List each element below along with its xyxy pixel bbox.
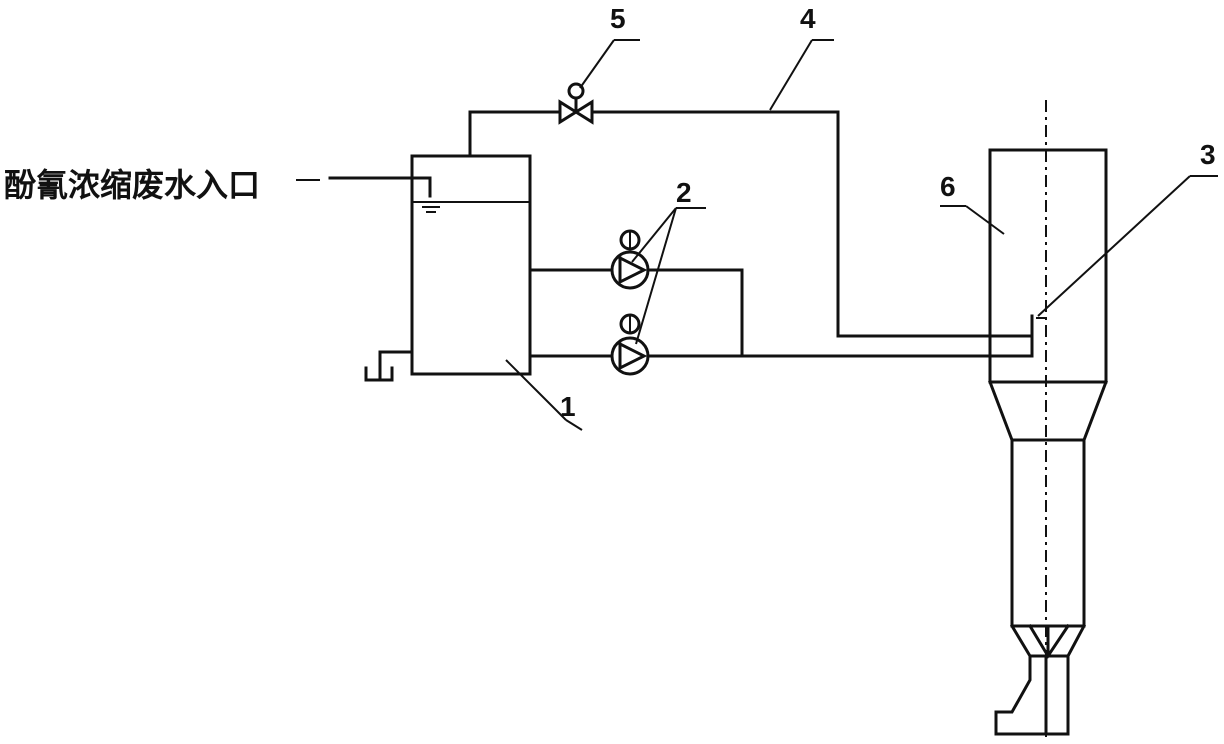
inlet-label: 酚氰浓缩废水入口 [4,166,260,204]
callout-label-3: 3 [1200,139,1216,170]
inlet-feed-pipe [328,176,432,198]
callout-label-2: 2 [676,177,692,208]
callout-underline-1 [565,419,583,431]
return-pipe-left [468,110,562,158]
spray-tower [988,148,1108,736]
callout-label-5: 5 [610,3,626,34]
callout-leader-4 [769,39,813,111]
callout-leader-3 [1037,175,1191,317]
callout-label-6: 6 [940,171,956,202]
callout-leader-2b [635,207,677,345]
pump-discharge-upper [648,268,744,358]
valve-icon [558,82,594,125]
callout-leader-1 [505,359,567,421]
callout-leader-5 [579,39,615,89]
callout-label-1: 1 [560,391,576,422]
pump-discharge-lower [648,334,1034,358]
callout-leader-2a [631,207,677,263]
return-pipeline [590,110,1034,338]
pump-lower-icon [610,313,650,376]
tank-drain-pipe [378,350,414,382]
drain-outlet [364,366,394,382]
pump-upper-icon [610,229,650,290]
callout-leader-6 [965,205,1005,235]
callout-label-4: 4 [800,3,816,34]
